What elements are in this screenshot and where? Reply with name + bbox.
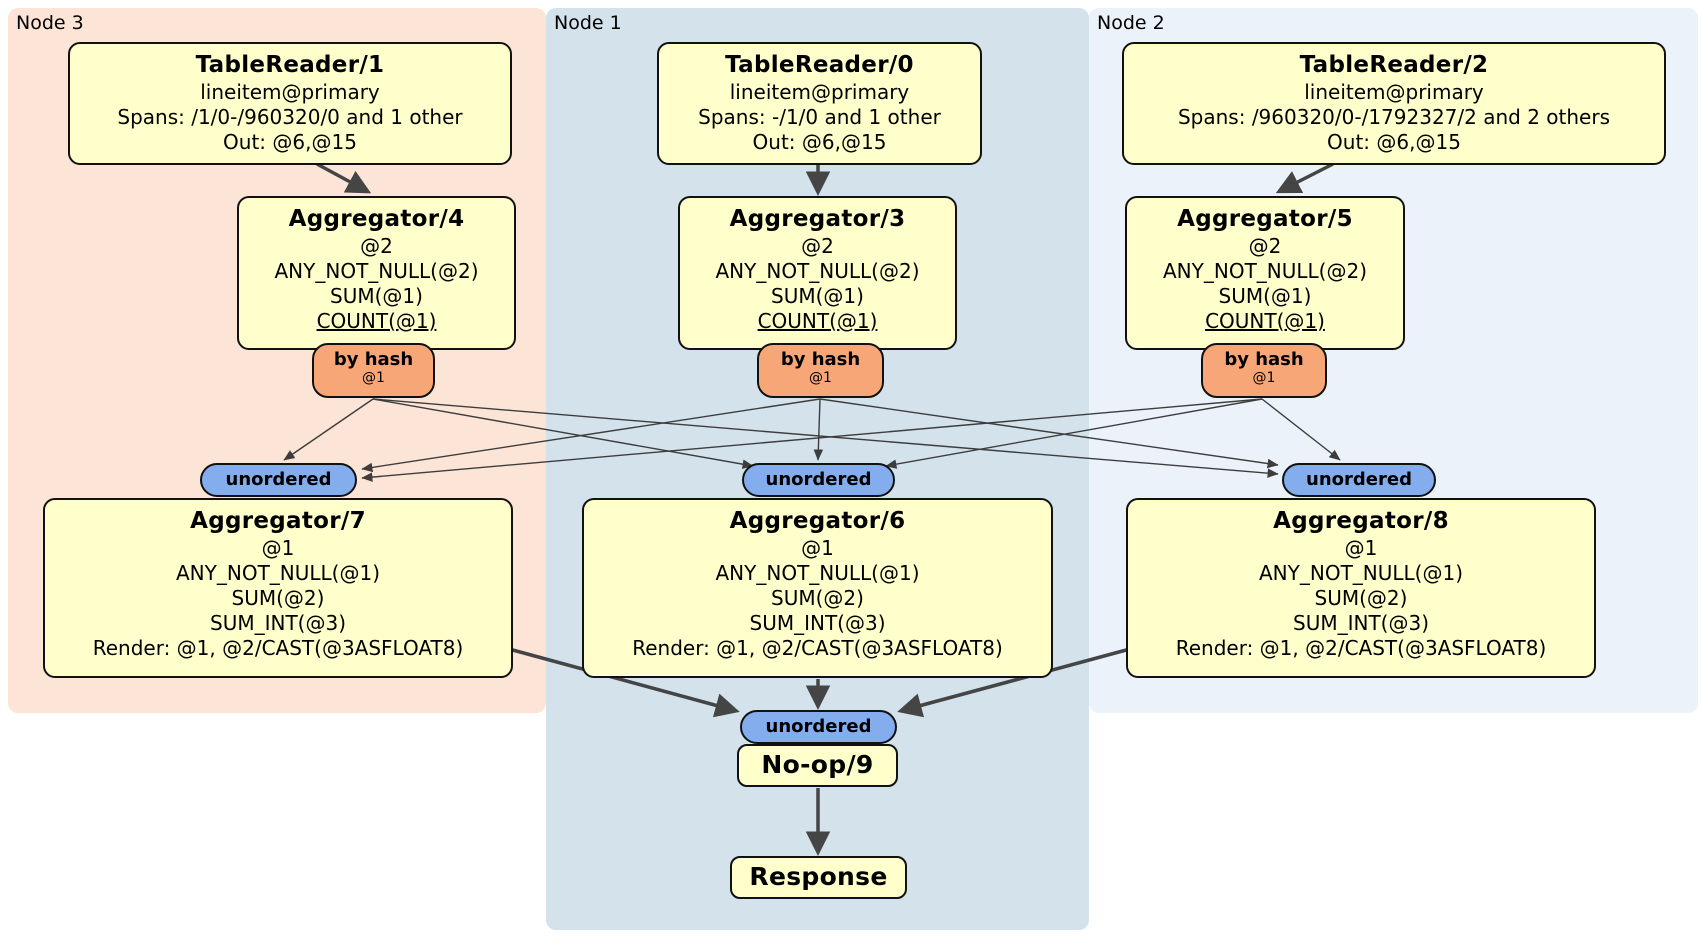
processor-detail: lineitem@primary	[1304, 80, 1484, 104]
processor-detail: COUNT(@1)	[1205, 309, 1325, 333]
processor-detail: SUM(@1)	[1218, 284, 1312, 308]
processor-title: Aggregator/6	[729, 508, 906, 534]
edge-tr1-agg4	[316, 162, 372, 194]
processor-tablereader-0: TableReader/0 lineitem@primary Spans: -/…	[657, 42, 982, 165]
processor-detail: @1	[261, 536, 295, 560]
router-label: by hash	[1224, 349, 1304, 370]
node3-label: Node 3	[16, 12, 84, 34]
processor-title: Aggregator/5	[1177, 206, 1353, 232]
processor-detail: SUM_INT(@3)	[210, 611, 346, 635]
processor-detail: Spans: /960320/0-/1792327/2 and 2 others	[1177, 105, 1610, 129]
edge-agg7-final	[508, 647, 740, 718]
router-detail: @1	[809, 370, 832, 386]
edge-hashM-unoM	[813, 398, 824, 461]
processor-title: Aggregator/8	[1273, 508, 1449, 534]
processor-detail: COUNT(@1)	[757, 309, 878, 333]
processor-title: Aggregator/4	[288, 206, 465, 232]
router-detail: @1	[362, 370, 385, 386]
processor-detail: lineitem@primary	[729, 80, 910, 104]
edge-hashM-unoR	[819, 398, 1279, 469]
router-label: by hash	[333, 349, 414, 370]
processor-detail: @2	[801, 234, 834, 258]
processor-detail: COUNT(@1)	[316, 309, 437, 333]
processor-aggregator-5: Aggregator/5 @2 ANY_NOT_NULL(@2) SUM(@1)…	[1125, 196, 1405, 350]
processor-detail: SUM(@2)	[1314, 586, 1408, 610]
processor-detail: SUM(@2)	[231, 586, 325, 610]
processor-detail: @1	[801, 536, 834, 560]
processor-detail: SUM(@2)	[771, 586, 864, 610]
processor-detail: Render: @1, @2/CAST(@3ASFLOAT8)	[92, 636, 464, 660]
processor-detail: ANY_NOT_NULL(@1)	[715, 561, 920, 585]
processor-detail: ANY_NOT_NULL(@1)	[1259, 561, 1463, 585]
edge-hashL-unoL	[283, 398, 374, 461]
processor-aggregator-3: Aggregator/3 @2 ANY_NOT_NULL(@2) SUM(@1)…	[678, 196, 957, 350]
processor-aggregator-4: Aggregator/4 @2 ANY_NOT_NULL(@2) SUM(@1)…	[237, 196, 516, 350]
processor-aggregator-7: Aggregator/7 @1 ANY_NOT_NULL(@1) SUM(@2)…	[43, 498, 513, 678]
processor-detail: @1	[1344, 536, 1378, 560]
processor-detail: ANY_NOT_NULL(@2)	[1163, 259, 1367, 283]
synchronizer-unordered-left: unordered	[200, 463, 357, 497]
processor-detail: Render: @1, @2/CAST(@3ASFLOAT8)	[632, 636, 1003, 660]
processor-detail: SUM(@1)	[330, 284, 423, 308]
processor-noop-9: No-op/9	[737, 744, 898, 787]
synchronizer-unordered-middle: unordered	[742, 463, 895, 497]
processor-detail: Spans: /1/0-/960320/0 and 1 other	[117, 105, 463, 129]
router-by-hash-middle: by hash @1	[757, 343, 884, 398]
processor-title: TableReader/0	[725, 52, 914, 78]
edge-hashM-unoL	[361, 398, 821, 473]
synchronizer-unordered-right: unordered	[1282, 463, 1436, 497]
processor-response: Response	[730, 856, 907, 899]
node1-label: Node 1	[554, 12, 622, 34]
processor-detail: Out: @6,@15	[752, 130, 887, 154]
processor-tablereader-2: TableReader/2 lineitem@primary Spans: /9…	[1122, 42, 1666, 165]
processor-detail: SUM(@1)	[771, 284, 864, 308]
processor-detail: Out: @6,@15	[1327, 130, 1461, 154]
router-detail: @1	[1252, 370, 1276, 386]
processor-aggregator-6: Aggregator/6 @1 ANY_NOT_NULL(@1) SUM(@2)…	[582, 498, 1053, 678]
processor-detail: @2	[1248, 234, 1282, 258]
edge-hashL-unoM	[372, 398, 754, 469]
edge-tr2-agg5	[1275, 162, 1334, 194]
node2-label: Node 2	[1097, 12, 1165, 34]
processor-detail: @2	[360, 234, 393, 258]
processor-aggregator-8: Aggregator/8 @1 ANY_NOT_NULL(@1) SUM(@2)…	[1126, 498, 1596, 678]
processor-title: Aggregator/7	[190, 508, 366, 534]
processor-detail: SUM_INT(@3)	[749, 611, 886, 635]
processor-detail: Out: @6,@15	[223, 130, 357, 154]
processor-detail: ANY_NOT_NULL(@2)	[715, 259, 920, 283]
processor-detail: ANY_NOT_NULL(@1)	[176, 561, 380, 585]
router-by-hash-right: by hash @1	[1201, 343, 1327, 398]
router-label: by hash	[780, 349, 861, 370]
processor-detail: Render: @1, @2/CAST(@3ASFLOAT8)	[1175, 636, 1547, 660]
edge-agg8-final	[897, 647, 1131, 718]
synchronizer-unordered-final: unordered	[740, 710, 897, 744]
edge-hashR-unoL	[361, 398, 1263, 482]
processor-detail: SUM_INT(@3)	[1293, 611, 1429, 635]
router-by-hash-left: by hash @1	[312, 343, 435, 398]
processor-detail: ANY_NOT_NULL(@2)	[274, 259, 479, 283]
edge-hashL-unoR	[372, 398, 1279, 478]
processor-detail: Spans: -/1/0 and 1 other	[698, 105, 941, 129]
processor-title: TableReader/1	[195, 52, 385, 78]
processor-title: Aggregator/3	[729, 206, 906, 232]
edge-hashR-unoR	[1261, 398, 1341, 461]
processor-tablereader-1: TableReader/1 lineitem@primary Spans: /1…	[68, 42, 512, 165]
edge-hashR-unoM	[885, 398, 1263, 469]
processor-detail: lineitem@primary	[200, 80, 380, 104]
processor-title: TableReader/2	[1299, 52, 1489, 78]
